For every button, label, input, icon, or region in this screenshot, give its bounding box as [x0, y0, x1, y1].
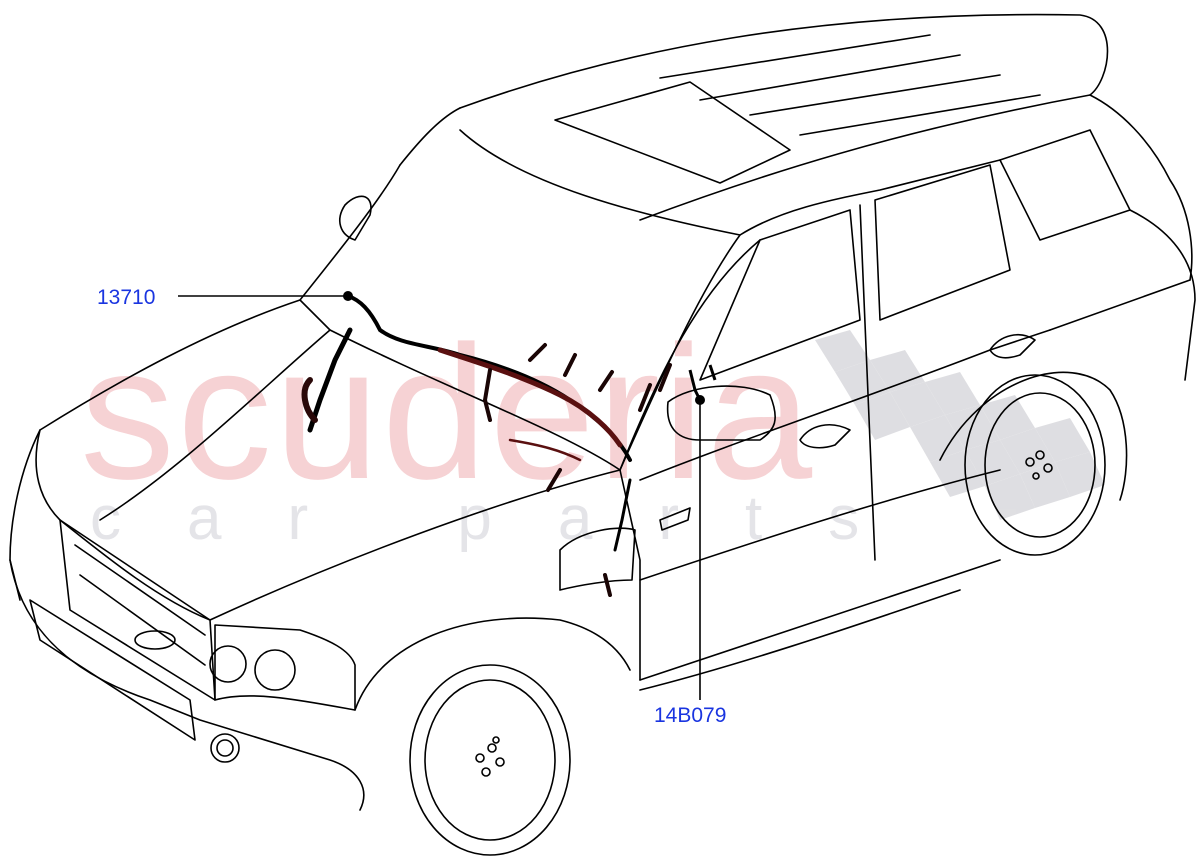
front-door-handle: [799, 424, 851, 449]
rear-door-window: [874, 164, 1011, 321]
quarter-window: [999, 129, 1131, 241]
checkered-flag-watermark: [815, 330, 1105, 520]
mirror-harness-14B079: [688, 364, 717, 401]
windscreen: [299, 129, 741, 471]
watermark-sub-text: car parts: [90, 484, 926, 553]
leader-dot-14B079: [695, 395, 705, 405]
front-badge: [134, 630, 176, 650]
leader-dot-13710: [343, 291, 353, 301]
sunroof: [554, 81, 791, 184]
side-vent: [559, 527, 636, 591]
front-door-window: [699, 209, 861, 381]
roof-edge: [459, 13, 1109, 221]
headlight: [214, 624, 356, 711]
door-mirror: [666, 385, 776, 441]
front-wheel: [409, 664, 571, 856]
rear-door-handle: [989, 334, 1036, 359]
rear-wheel: [964, 374, 1106, 556]
callout-label-14B079[interactable]: 14B079: [654, 704, 727, 727]
front-grille: [59, 519, 216, 701]
wiring-harness-13710: [301, 294, 672, 597]
callout-label-13710[interactable]: 13710: [97, 286, 156, 309]
